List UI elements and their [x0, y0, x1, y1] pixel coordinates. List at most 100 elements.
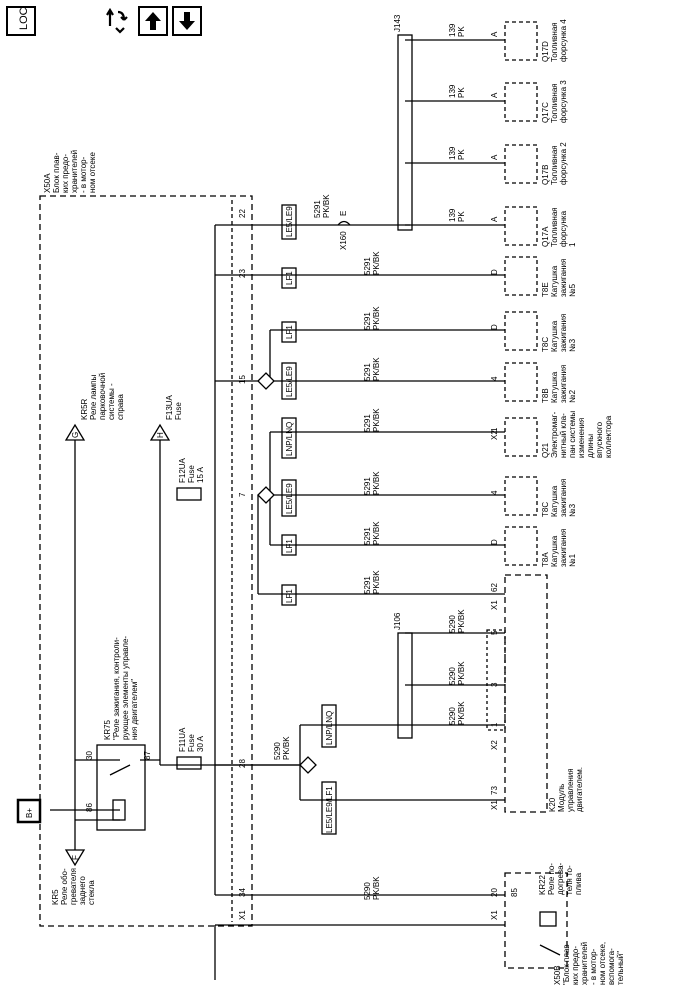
- t8c-top-label-line: зажигания: [559, 314, 568, 352]
- wire-5291-6-line: PK/BK: [372, 471, 381, 495]
- k20-module: [504, 574, 548, 813]
- x50a-label-line: ких предо-: [61, 154, 70, 193]
- wire-5290-3-line: 5290: [448, 707, 457, 725]
- wire-139-label-1-line: PK: [457, 87, 466, 98]
- pin-a-0-line: A: [490, 31, 499, 37]
- x50b-label-line: - в мотор-: [589, 948, 598, 985]
- pin-a-3-line: A: [490, 216, 499, 222]
- kr75-label-line: "Реле зажигания, контроли-: [112, 637, 121, 740]
- kr5r-label-line: Реле лампы: [89, 375, 98, 420]
- t8a-coil: [504, 526, 538, 566]
- f12ua-label-line: 15 A: [196, 466, 205, 483]
- lf1-label-2: LF1: [285, 325, 294, 339]
- kr5-label-line: Реле обо-: [60, 868, 69, 905]
- pin-23-label-line: 23: [238, 269, 247, 278]
- up-arrow-button[interactable]: [138, 6, 168, 36]
- pin-4-1: 4: [490, 376, 499, 381]
- kr5r-label-line: KR5R: [80, 398, 89, 420]
- kr5-label-line: KR5: [51, 889, 60, 905]
- q21-label-line: Электромаг-: [550, 411, 559, 458]
- pin-86-label: 86: [85, 803, 94, 812]
- legend-loc-glyph: LOC: [18, 8, 30, 30]
- t8e-coil: [504, 256, 538, 296]
- swap-view-button[interactable]: [104, 6, 134, 36]
- wire-5290-1-line: 5290: [448, 615, 457, 633]
- q17c-label-line: Q17C: [541, 102, 550, 123]
- pin-x1-73-line: X1: [490, 800, 499, 810]
- pin-a-1-line: A: [490, 92, 499, 98]
- wire-5290-main-line: PK/BK: [282, 736, 291, 760]
- conn-h-label-line: H: [156, 432, 165, 438]
- wire-5290-2-line: PK/BK: [457, 661, 466, 685]
- kr22-label-line: плива: [574, 872, 583, 895]
- pin-d-2-line: D: [490, 324, 499, 330]
- wire-139-label-3-line: PK: [457, 211, 466, 222]
- q21-label-line: длины: [586, 434, 595, 458]
- wire-139-label-2-line: PK: [457, 149, 466, 160]
- wire-5291-top-line: 5291: [313, 200, 322, 218]
- wire-lines: [16, 21, 568, 980]
- q17c-injector: [504, 82, 538, 122]
- kr5r-label-line: справа: [116, 394, 125, 420]
- pin-28-label-line: 28: [238, 759, 247, 768]
- pin-73-label-line: 73: [490, 786, 499, 795]
- pin-4-1-line: 4: [490, 376, 499, 381]
- pin-d-2: D: [490, 324, 499, 330]
- pin-15-label-line: 15: [238, 375, 247, 384]
- legend-loc-button[interactable]: LOC: [6, 6, 36, 36]
- x50b-label-line: ном отсеке,: [598, 942, 607, 985]
- pin-62-label: 62: [490, 583, 499, 592]
- wire-139-label-0-line: 139: [448, 23, 457, 37]
- x50b-label-line: X50B: [553, 965, 562, 985]
- wire-5291-2-line: 5291: [363, 257, 372, 275]
- t8a-label-line: зажигания: [559, 529, 568, 567]
- x50a-label-line: хранителей: [70, 150, 79, 193]
- q17c-label-line: форсунка 3: [559, 80, 568, 123]
- pin-a-2-line: A: [490, 154, 499, 160]
- pin-20-label: 20: [490, 888, 499, 897]
- lf1-label-1-line: LF1: [285, 271, 294, 285]
- t8e-label-line: T8E: [541, 282, 550, 297]
- pin-1-label-line: 1: [490, 722, 499, 727]
- kr22-label-line: догрева-: [556, 862, 565, 895]
- wire-5290-main-line: 5290: [273, 742, 282, 760]
- bplus-label-line: B+: [25, 808, 34, 818]
- t8c-coil-top: [504, 311, 538, 351]
- pin-1-q21: 1: [490, 427, 499, 432]
- j106-label: J106: [393, 612, 402, 630]
- wire-5291-5-line: PK/BK: [372, 408, 381, 432]
- pin-4-2: 4: [490, 490, 499, 495]
- pin-a-2: A: [490, 154, 499, 160]
- down-arrow-button[interactable]: [172, 6, 202, 36]
- pin-d-3: D: [490, 539, 499, 545]
- q17b-injector: [504, 144, 538, 184]
- pin-x2-1: X2: [490, 430, 499, 440]
- t8b-label-line: T8B: [541, 388, 550, 403]
- pin-e-label-line: E: [339, 211, 348, 216]
- lnplnq-label-1-line: LNP/LNQ: [285, 422, 294, 456]
- t8a-label-line: №1: [568, 553, 577, 567]
- t8e-label-line: №5: [568, 283, 577, 297]
- le5le9-label-2: LE5/LE9: [285, 366, 294, 397]
- j143-label: J143: [393, 14, 402, 32]
- x160-label-line: X160: [339, 231, 348, 250]
- f12ua-fuse: [176, 487, 202, 501]
- wire-5290-bottom-line: PK/BK: [372, 876, 381, 900]
- kr75-label-line: KR75: [103, 719, 112, 740]
